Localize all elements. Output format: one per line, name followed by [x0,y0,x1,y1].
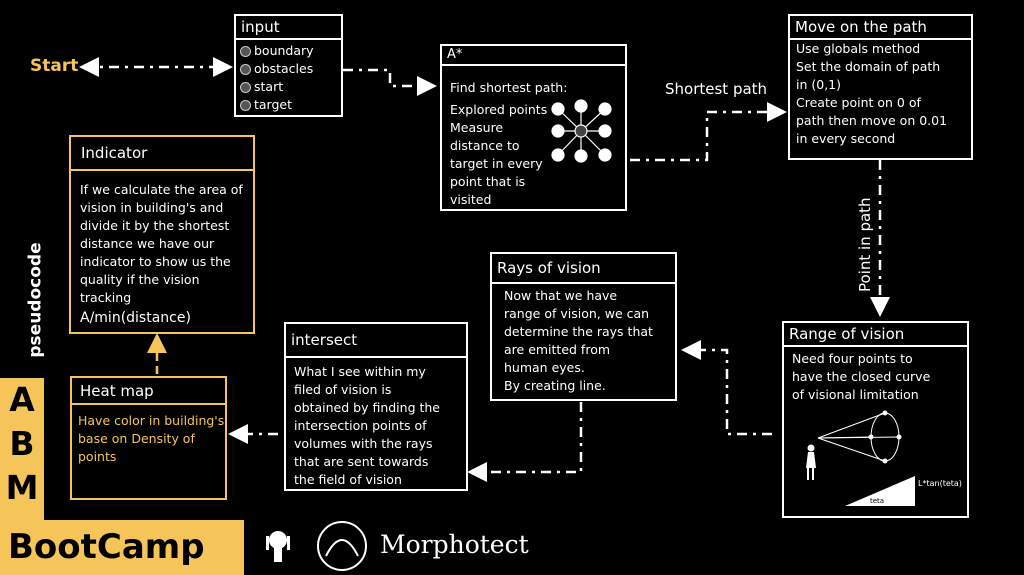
bullet-icon [240,45,251,57]
astar-title: A* [442,46,625,66]
heatmap-body: Have color in building's base on Density… [78,413,225,464]
rays-box: Rays of vision Now that we have range of… [490,252,677,401]
teta-label: teta [870,497,885,505]
input-to-astar-arrow [343,68,437,96]
person-icon [806,444,816,480]
astar-subtitle: Find shortest path: [450,80,568,95]
input-item: obstacles [240,60,314,78]
intersect-title: intersect [286,324,466,358]
heatmap-title: Heat map [72,378,225,405]
rays-title: Rays of vision [492,254,675,284]
range-to-rays-arrow [681,340,772,436]
input-item: boundary [240,42,314,60]
start-label: Start [30,56,79,76]
astar-body: Explored points Measure distance to targ… [450,102,548,207]
input-item: start [240,78,314,96]
bullet-icon [240,63,251,75]
move-body: Use globals method Set the domain of pat… [796,41,948,146]
astar-to-move-arrow [630,102,787,162]
indicator-body: If we calculate the area of vision in bu… [80,182,243,305]
heatmap-box: Heat map Have color in building's base o… [70,376,227,500]
university-logo-icon [266,531,290,562]
input-title: input [236,16,341,40]
move-title: Move on the path [790,16,971,40]
shortest-path-label: Shortest path [665,80,768,98]
abm-letter: A [9,380,35,419]
abm-letter: M [5,468,39,507]
input-box: input boundary obstacles start target [234,14,343,117]
abm-letter: B [9,424,35,463]
range-box: Range of vision Need four points to have… [782,321,969,518]
vision-cone-illustration [817,410,902,464]
input-list: boundary obstacles start target [240,42,314,114]
pseudocode-label: pseudocode [25,242,46,358]
abm-badge: A B M [0,378,44,520]
logos [266,521,367,571]
range-body: Need four points to have the closed curv… [792,351,931,402]
rays-body: Now that we have range of vision, we can… [504,288,653,393]
point-in-path-label: Point in path [856,197,874,292]
tan-label: L*tan(teta) [918,479,962,488]
move-box: Move on the path Use globals method Set … [788,14,973,160]
intersect-body: What I see within my filed of vision is … [294,364,440,487]
morphotect-logo-icon [317,521,367,571]
rays-to-intersect-arrow [467,402,583,482]
brand-name: Morphotect [380,530,529,559]
bootcamp-label: BootCamp [0,520,244,575]
intersect-box: intersect What I see within my filed of … [284,322,468,491]
input-item: target [240,96,314,114]
range-title: Range of vision [784,323,967,347]
network-icon [551,99,612,163]
triangle-diagram [845,476,915,506]
indicator-box: Indicator If we calculate the area of vi… [69,135,255,334]
astar-box: A* Find shortest path: Explored points M… [440,44,627,211]
bullet-icon [240,99,251,111]
indicator-formula: A/min(distance) [80,310,191,326]
indicator-title: Indicator [71,137,253,171]
bullet-icon [240,81,251,93]
